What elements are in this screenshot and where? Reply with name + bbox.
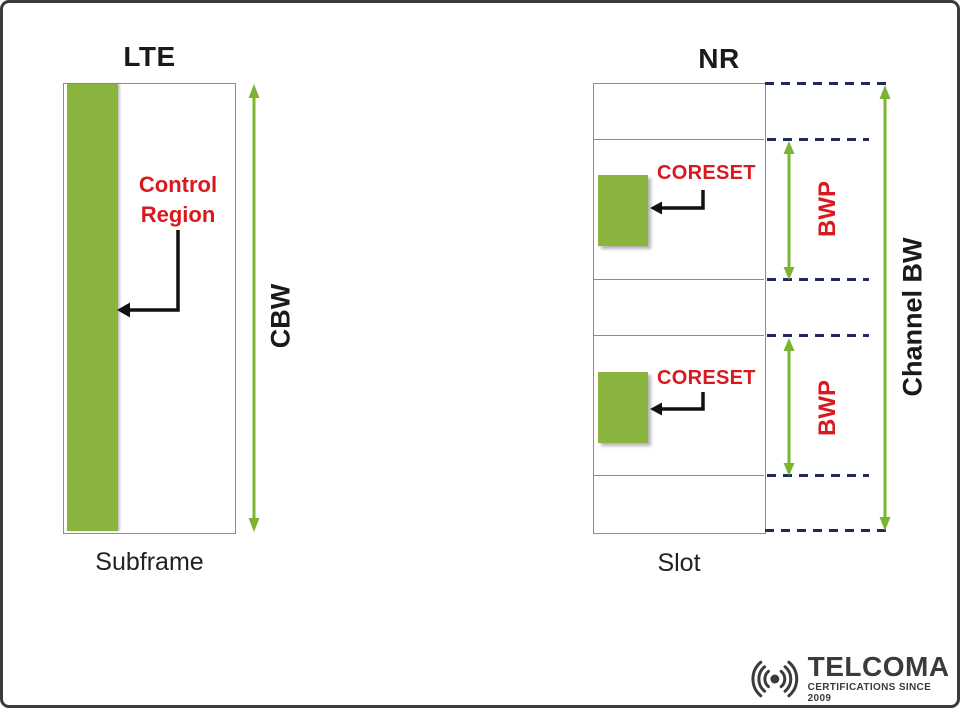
channel-bw-label: Channel BW bbox=[897, 237, 928, 397]
coreset-block-1 bbox=[598, 175, 648, 246]
logo-tagline: CERTIFICATIONS SINCE 2009 bbox=[807, 682, 932, 704]
coreset-label-1: CORESET bbox=[657, 162, 756, 184]
slot-label: Slot bbox=[657, 549, 701, 577]
bwp-label-1: BWP bbox=[814, 181, 841, 237]
bwp2-top-dashed-line bbox=[767, 334, 869, 337]
nr-row-divider bbox=[594, 335, 764, 336]
bwp-label-2: BWP bbox=[814, 380, 841, 436]
nr-row-divider bbox=[594, 475, 764, 476]
bwp2-bottom-dashed-line bbox=[767, 474, 869, 477]
lte-control-region-bar bbox=[67, 84, 118, 531]
control-region-label: Control Region bbox=[138, 172, 218, 227]
nr-row-divider bbox=[594, 279, 764, 280]
cbw-arrow bbox=[248, 84, 260, 532]
cbw-label: CBW bbox=[265, 283, 296, 349]
signal-icon bbox=[751, 660, 799, 697]
bwp-arrow-1 bbox=[783, 141, 795, 280]
bwp-arrow-2 bbox=[783, 338, 795, 476]
channel-bw-arrow bbox=[879, 85, 891, 531]
coreset-label-2: CORESET bbox=[657, 367, 756, 389]
lte-title: LTE bbox=[123, 41, 176, 72]
bwp1-top-dashed-line bbox=[767, 138, 869, 141]
bwp1-bottom-dashed-line bbox=[767, 278, 869, 281]
channel-top-dashed-line bbox=[765, 82, 893, 85]
nr-slot-box bbox=[593, 83, 766, 534]
control-region-arrow bbox=[117, 230, 180, 318]
logo-wordmark: TELCOMA bbox=[807, 651, 950, 682]
coreset-block-2 bbox=[598, 372, 648, 443]
channel-bottom-dashed-line bbox=[765, 529, 893, 532]
subframe-label: Subframe bbox=[95, 548, 204, 576]
telcoma-logo: TELCOMA CERTIFICATIONS SINCE 2009 bbox=[746, 653, 957, 704]
coreset-arrow-2 bbox=[650, 392, 705, 416]
nr-title: NR bbox=[698, 43, 740, 74]
nr-row-divider bbox=[594, 139, 764, 140]
coreset-arrow-1 bbox=[650, 190, 705, 215]
